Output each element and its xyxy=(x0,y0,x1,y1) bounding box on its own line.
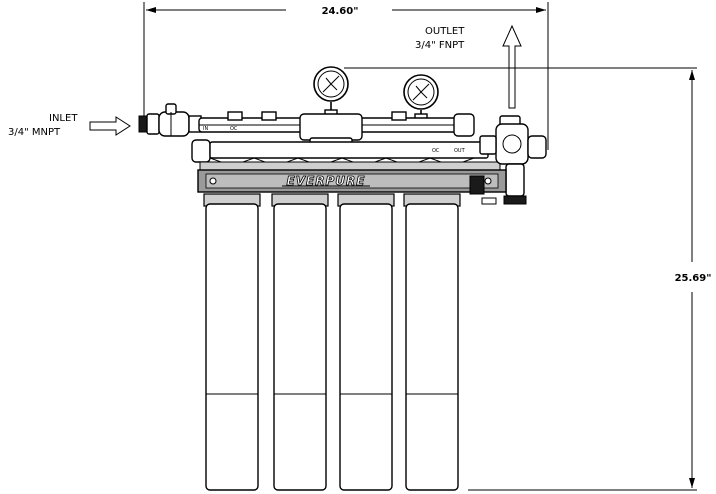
outlet-size-label: 3/4" FNPT xyxy=(415,40,465,51)
pressure-gauge-right xyxy=(403,74,439,123)
height-dimension: 25.69" xyxy=(344,67,712,491)
outlet-arrow-icon xyxy=(502,24,522,109)
inlet-size-label: 3/4" MNPT xyxy=(8,127,61,138)
upper-manifold: IN OC xyxy=(198,111,475,149)
width-dimension: 24.60" xyxy=(143,2,549,150)
filter-cartridge-1 xyxy=(203,193,261,491)
svg-text:OC: OC xyxy=(432,148,440,154)
brand-logo: EVERPURE xyxy=(287,174,366,188)
filter-cartridge-2 xyxy=(271,193,329,491)
outlet-annotation: OUTLET 3/4" FNPT xyxy=(415,24,522,109)
svg-text:OC: OC xyxy=(230,126,238,132)
filter-cartridge-4 xyxy=(403,193,461,491)
mounting-bracket: EVERPURE xyxy=(197,169,507,205)
inlet-label: INLET xyxy=(49,113,78,124)
filter-head-assembly: OC OUT xyxy=(191,139,501,171)
inlet-annotation: INLET 3/4" MNPT xyxy=(8,113,131,138)
pressure-gauge-left xyxy=(313,66,349,119)
height-label: 25.69" xyxy=(675,273,712,284)
width-label: 24.60" xyxy=(322,6,359,17)
outlet-label: OUTLET xyxy=(425,26,465,37)
svg-text:IN: IN xyxy=(203,126,208,132)
inlet-arrow-icon xyxy=(89,116,131,136)
inlet-fitting xyxy=(138,103,202,137)
svg-text:OUT: OUT xyxy=(454,148,466,154)
filter-cartridge-3 xyxy=(337,193,395,491)
outlet-assembly xyxy=(479,115,547,205)
